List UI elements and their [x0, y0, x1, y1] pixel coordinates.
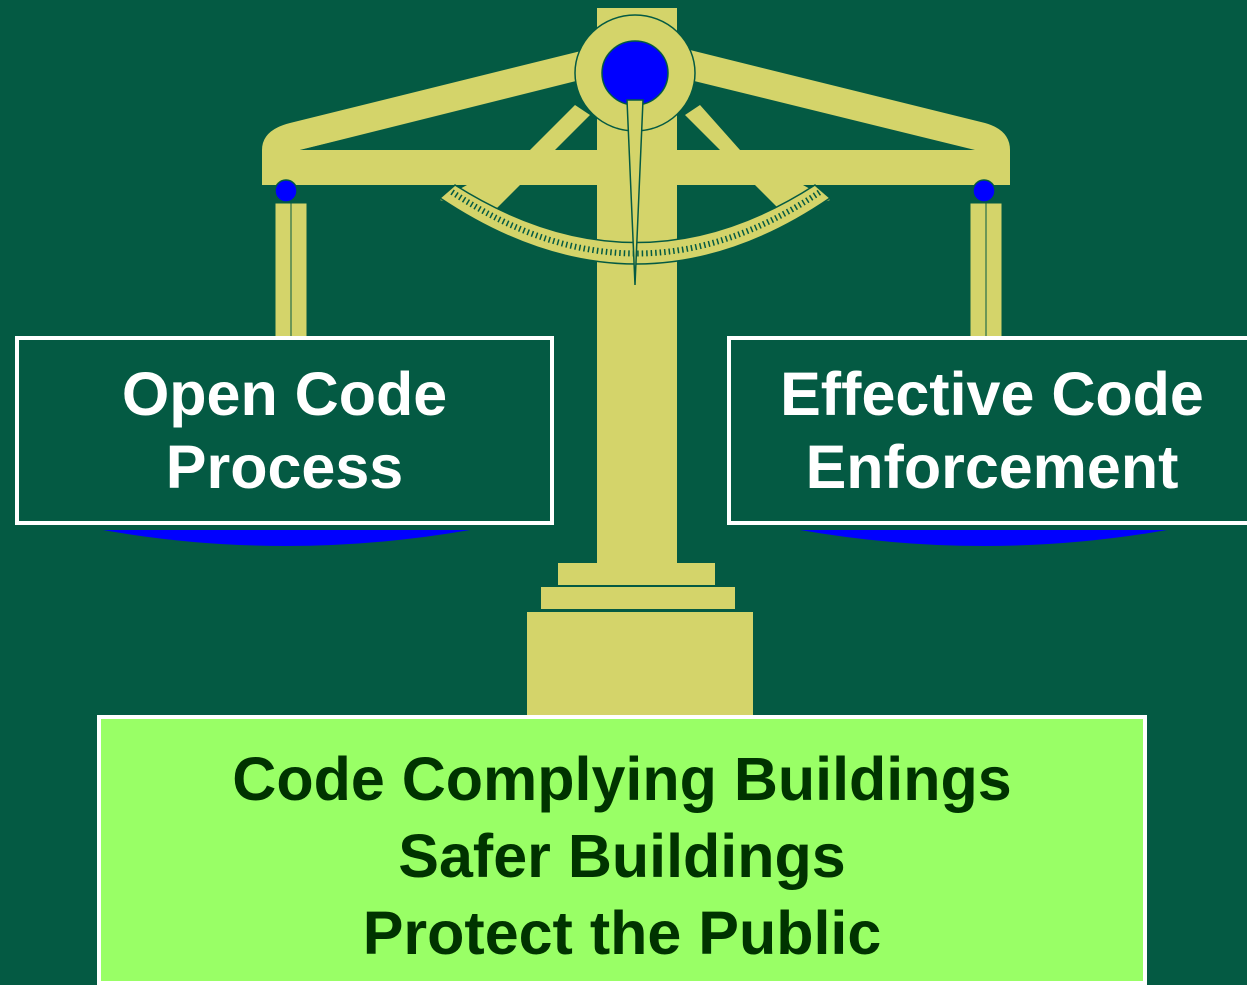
right-box-line-2: Enforcement: [805, 432, 1179, 501]
pivot-blue-icon: [601, 40, 669, 106]
outcome-line-1: Code Complying Buildings: [232, 745, 1012, 813]
outcome-line-2: Safer Buildings: [398, 822, 846, 890]
dial-arc: [438, 184, 832, 265]
left-box-line-1: Open Code: [121, 359, 448, 428]
open-code-process-box: Open Code Process: [15, 336, 554, 525]
outcome-box: Code Complying Buildings Safer Buildings…: [97, 715, 1147, 985]
dial-arm-left: [440, 105, 590, 215]
outcome-line-3: Protect the Public: [362, 899, 882, 967]
scale-needle: [626, 99, 644, 286]
right-pan-dish: [800, 530, 1167, 546]
right-box-line-1: Effective Code: [780, 359, 1204, 428]
scale-base-pedestal: [527, 612, 753, 722]
left-box-line-2: Process: [165, 432, 404, 501]
left-pan-dish: [103, 530, 470, 546]
dial-arm-right: [685, 105, 830, 215]
scale-base-step-2: [541, 587, 735, 609]
effective-code-enforcement-box: Effective Code Enforcement: [727, 336, 1247, 525]
right-hanger-pivot-icon: [972, 179, 996, 203]
left-hanger-pivot-icon: [274, 179, 298, 203]
scale-base-step-1: [558, 563, 715, 585]
